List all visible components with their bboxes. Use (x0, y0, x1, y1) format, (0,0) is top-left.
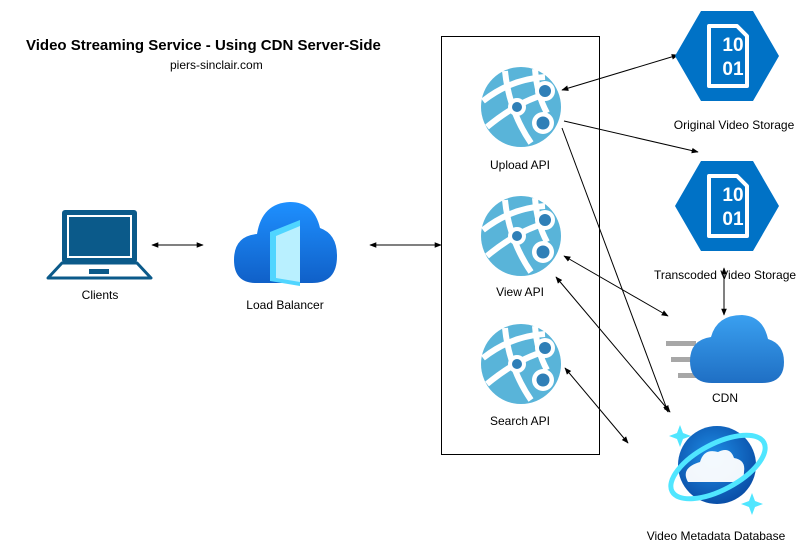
search-api-icon[interactable] (481, 324, 561, 404)
connector-search-metadata[interactable] (564, 367, 629, 444)
transcoded-storage-label: Transcoded Video Storage (653, 268, 797, 282)
connector-upload-metadata[interactable] (561, 127, 669, 413)
metadata-db-label: Video Metadata Database (646, 529, 786, 543)
transcoded-storage-icon[interactable] (673, 159, 781, 253)
connector-view-cdn[interactable] (563, 255, 669, 317)
cdn-cloud-icon[interactable] (666, 315, 784, 383)
diagram-title: Video Streaming Service - Using CDN Serv… (26, 37, 381, 54)
laptop-icon[interactable] (46, 210, 153, 280)
diagram-subtitle: piers-sinclair.com (170, 58, 263, 72)
search-api-label: Search API (489, 414, 551, 428)
upload-api-icon[interactable] (481, 67, 561, 147)
original-storage-icon[interactable] (673, 9, 781, 103)
transcoded-storage-binary-1: 10 (722, 185, 743, 206)
transcoded-storage-binary-2: 01 (722, 209, 744, 230)
cdn-label: CDN (712, 391, 738, 405)
connector-view-metadata[interactable] (555, 276, 671, 413)
load-balancer-icon[interactable] (234, 202, 337, 286)
upload-api-label: Upload API (489, 158, 551, 172)
original-storage-binary-2: 01 (722, 59, 744, 80)
original-storage-label: Original Video Storage (673, 118, 795, 132)
view-api-label: View API (496, 285, 544, 299)
connector-upload-transcoded[interactable] (563, 120, 699, 154)
cosmos-db-icon[interactable] (661, 422, 774, 515)
original-storage-binary-1: 10 (722, 35, 743, 56)
clients-label: Clients (81, 288, 119, 302)
connector-upload-original[interactable] (561, 54, 679, 91)
view-api-icon[interactable] (481, 196, 561, 276)
load-balancer-label: Load Balancer (246, 298, 324, 312)
